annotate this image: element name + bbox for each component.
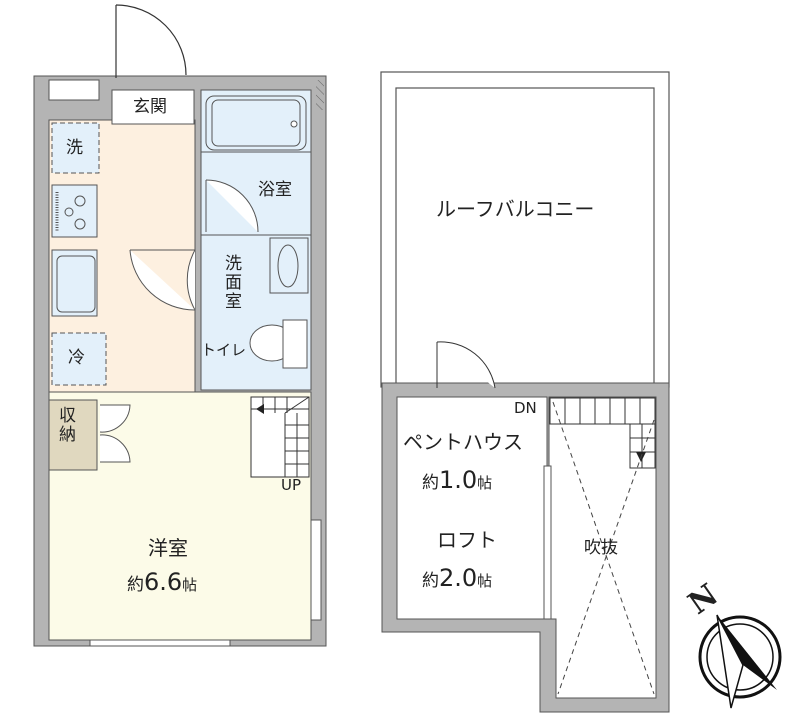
entrance-label: 玄関	[133, 97, 167, 117]
loft-size: 約2.0帖	[422, 564, 493, 592]
western-room-label: 洋室	[148, 536, 188, 560]
washroom-label: 洗面室	[221, 254, 241, 311]
void-label: 吹抜	[584, 538, 618, 558]
stairs-up-label: UP	[281, 476, 302, 494]
bathroom-label: 浴室	[258, 180, 292, 200]
stairs-down-label: DN	[514, 399, 537, 417]
toilet-label: トイレ	[201, 341, 247, 359]
compass-icon	[698, 614, 782, 709]
western-room-size: 約6.6帖	[127, 568, 198, 596]
floor-2	[316, 71, 670, 713]
storage-label: 収納	[55, 406, 75, 444]
penthouse-size: 約1.0帖	[422, 466, 493, 494]
washer-label: 洗	[66, 138, 83, 158]
penthouse-label: ペントハウス	[403, 430, 523, 454]
loft-label: ロフト	[437, 528, 497, 552]
roof-balcony-label: ルーフバルコニー	[436, 197, 595, 221]
floor-1	[33, 4, 327, 647]
fridge-label: 冷	[68, 348, 85, 368]
